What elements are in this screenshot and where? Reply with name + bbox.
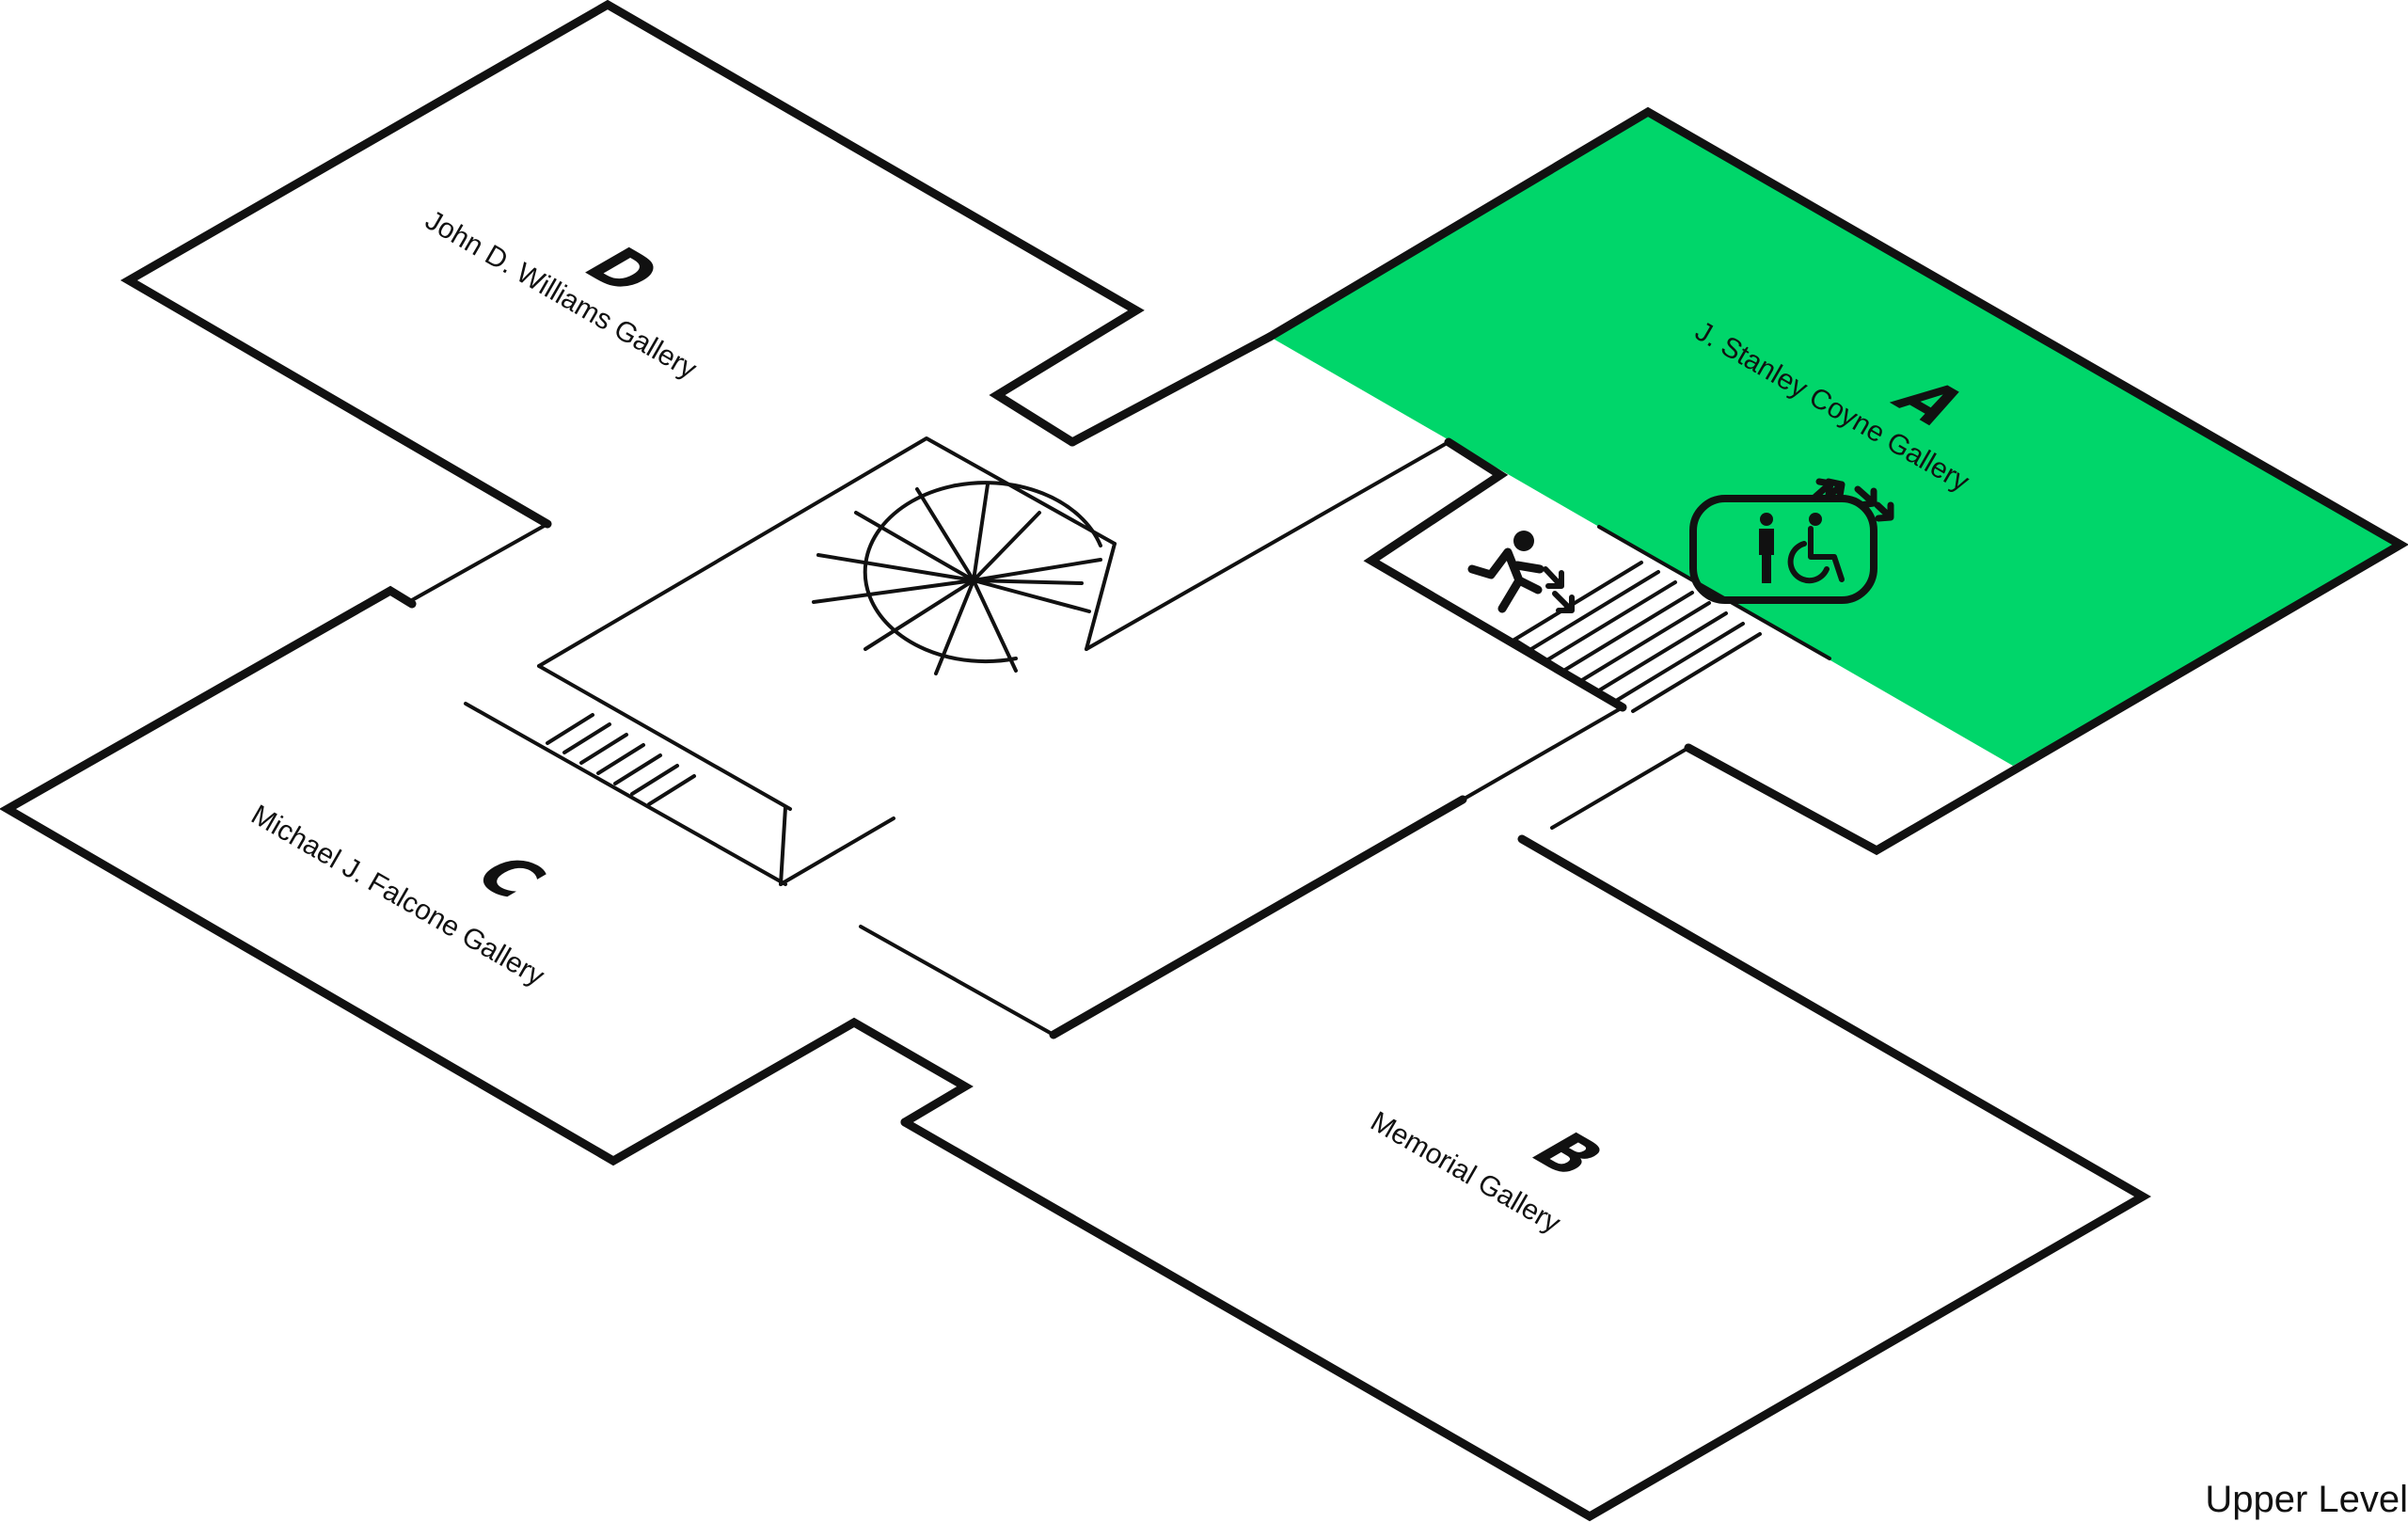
central-landing [464,436,1450,886]
accessible-elevator-icon [1689,495,1877,604]
spiral-staircase [812,481,1102,675]
up-down-arrows-icon [1812,478,1894,522]
gallery-c-letter: C [455,847,563,909]
gallery-d[interactable]: D John D. Williams Gallery [120,0,1275,602]
right-staircase [1513,525,1831,713]
level-label: Upper Level [2205,1479,2408,1520]
emergency-exit-stairs-icon [1467,531,1575,613]
left-staircase [546,713,696,806]
gallery-a-highlight[interactable] [1270,112,2400,766]
gallery-c[interactable]: C Michael J. Falcone Gallery [0,585,1055,1166]
gallery-b-letter: B [1513,1123,1622,1186]
gallery-d-name: John D. Williams Gallery [420,204,702,385]
gallery-b[interactable]: B Memorial Gallery [900,706,2152,1522]
